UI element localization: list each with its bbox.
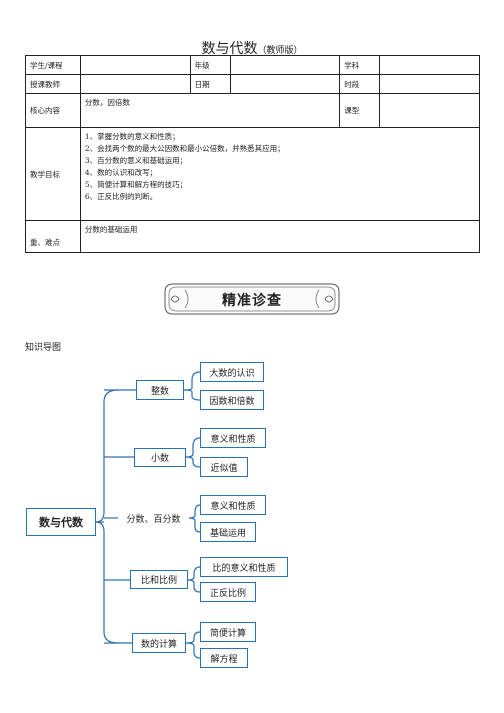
goals-label: 教学目标 (25, 127, 81, 221)
leaf-fraction-meaning: 意义和性质 (200, 495, 266, 515)
mind-map-label: 知识导图 (25, 343, 62, 353)
title-suffix: （教师版） (257, 46, 303, 56)
section-banner-title: 精准诊查 (222, 293, 282, 309)
page-title: 数与代数（教师版） (0, 38, 504, 58)
goal-item: 2、会找两个数的最大公因数和最小公倍数，并熟悉其应用； (84, 144, 285, 153)
leaf-basic-application: 基础运用 (200, 522, 256, 542)
section-banner-frame (164, 283, 340, 315)
leaf-decimal-meaning: 意义和性质 (200, 428, 266, 448)
lesson-type-value[interactable] (379, 93, 480, 128)
leaf-large-numbers: 大数的认识 (200, 362, 264, 382)
core-value: 分数，因倍数 (79, 93, 341, 128)
goal-item: 1、掌握分数的意义和性质； (84, 132, 180, 141)
lesson-type-label: 课型 (339, 93, 381, 128)
leaf-approximation: 近似值 (200, 457, 248, 477)
leaf-direct-inverse-proportion: 正反比例 (200, 582, 256, 602)
goals-list: 1、掌握分数的意义和性质； 2、会找两个数的最大公因数和最小公倍数，并熟悉其应用… (79, 127, 481, 221)
title-text: 数与代数 (201, 41, 258, 57)
mind-map-root-node: 数与代数 (26, 508, 96, 536)
leaf-factors-multiples: 因数和倍数 (200, 390, 264, 410)
branch-calculation: 数的计算 (132, 633, 186, 653)
lesson-info-table: 学生/课程 年级 学科 授课教师 日期 时段 核心内容 分数，因倍数 课型 教学… (25, 55, 481, 253)
branch-integer: 整数 (136, 380, 184, 400)
leaf-ratio-meaning: 比的意义和性质 (200, 557, 288, 577)
leaf-simplified-calculation: 简便计算 (200, 622, 256, 642)
branch-decimal: 小数 (134, 448, 186, 467)
goal-item: 5、简便计算和解方程的技巧； (84, 180, 188, 189)
branch-fraction-percent: 分数、百分数 (118, 509, 189, 528)
goal-item: 4、数的认识和改写； (84, 168, 158, 177)
leaf-solve-equation: 解方程 (200, 648, 248, 668)
key-value: 分数的基础运用 (79, 220, 481, 253)
goal-item: 3、百分数的意义和基础运用； (84, 156, 188, 165)
key-label: 重、难点 (25, 220, 81, 253)
student-label: 学生/课程 (25, 55, 81, 75)
branch-ratio: 比和比例 (130, 570, 188, 589)
goal-item: 6、正反比例的判断。 (84, 192, 158, 201)
